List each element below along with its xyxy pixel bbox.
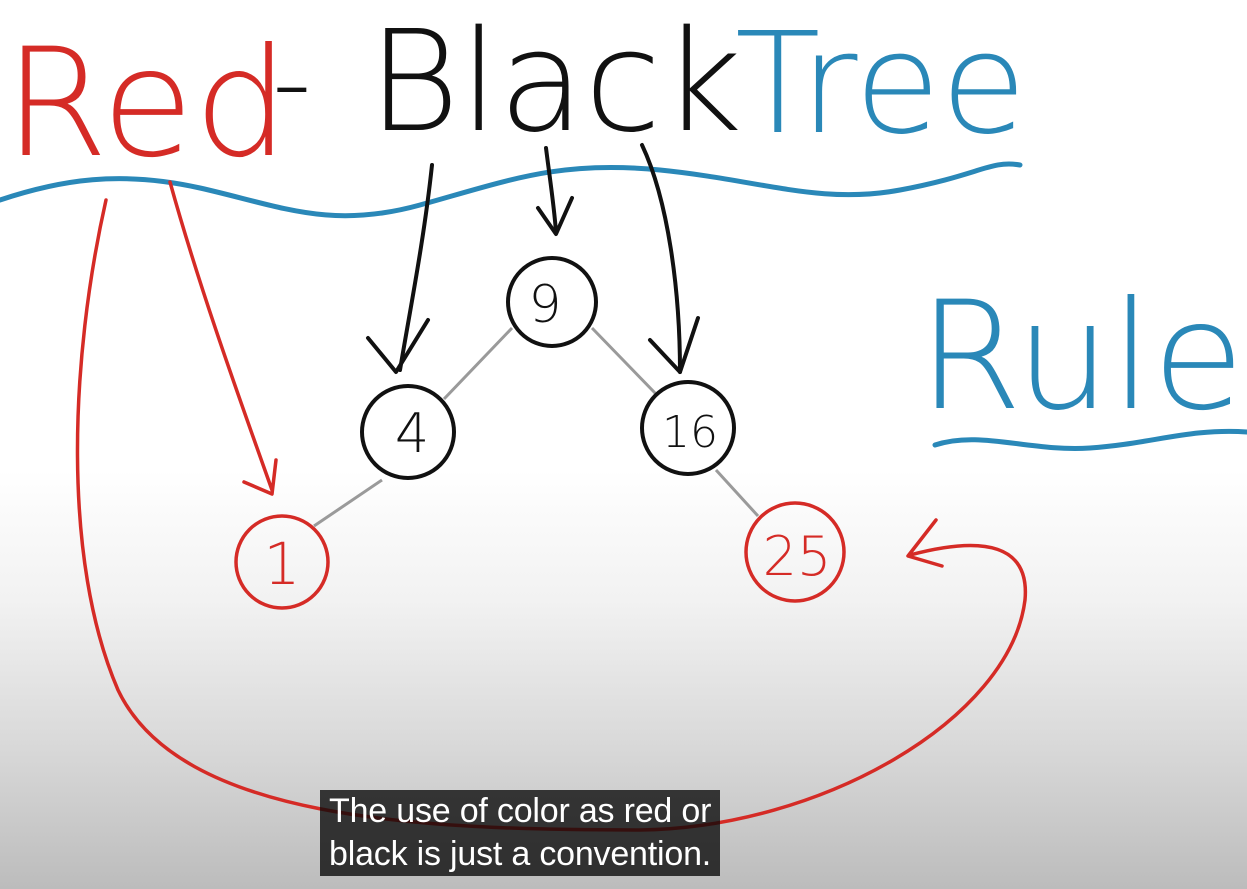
tree-edges: [313, 326, 760, 528]
node-label: 25: [763, 525, 832, 588]
title-dash: -: [272, 18, 312, 146]
tree-node-16: 16: [640, 380, 736, 476]
node-label: 4: [395, 402, 429, 465]
black-arrows: [366, 143, 700, 374]
arrow-head-9: [536, 196, 574, 236]
node-label: 1: [264, 530, 301, 598]
title: Red - Black Tree: [4, 1, 1027, 191]
edge-16-25: [714, 468, 760, 518]
tree-node-4: 4: [360, 384, 456, 480]
arrow-head-16: [648, 316, 700, 374]
node-circle: [744, 501, 846, 603]
arrow-head-4: [366, 318, 430, 374]
tree-node-1: 1: [234, 514, 330, 610]
arrow-black-to-16: [640, 143, 682, 374]
caption-line-1: The use of color as red or: [320, 790, 721, 833]
edge-9-4: [442, 326, 514, 401]
tree-node-25: 25: [744, 501, 846, 603]
node-circle: [640, 380, 736, 476]
title-black: Black: [368, 1, 742, 164]
rule-underline: [932, 428, 1247, 451]
title-red: Red: [4, 17, 289, 191]
node-label: 16: [662, 407, 718, 458]
arrow-black-to-4: [398, 163, 434, 372]
caption-line-2: black is just a convention.: [320, 833, 721, 876]
arrow-black-to-9: [544, 146, 558, 234]
arrow-red-to-1: [168, 180, 274, 492]
subtitle-caption: The use of color as red or black is just…: [320, 790, 721, 876]
node-label: 9: [528, 275, 561, 335]
edge-4-1: [313, 478, 383, 528]
node-circle: [506, 256, 598, 348]
node-circle: [360, 384, 456, 480]
rule-label: Rule 1: [918, 270, 1247, 444]
edge-9-16: [590, 326, 658, 396]
arrow-head-1: [242, 458, 278, 496]
node-circle: [234, 514, 330, 610]
arrow-head-25: [906, 518, 944, 568]
tree-node-9: 9: [506, 256, 598, 348]
title-tree: Tree: [735, 3, 1027, 166]
